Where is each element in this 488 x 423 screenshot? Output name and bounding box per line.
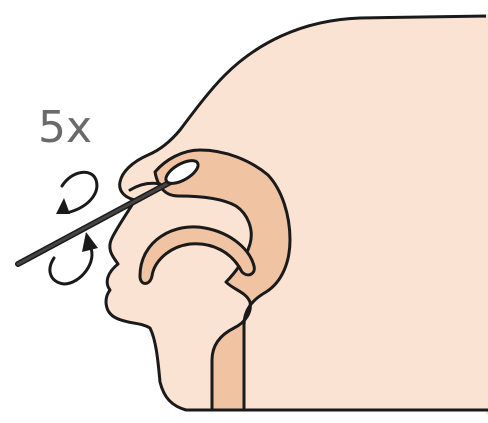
head-profile — [106, 16, 488, 410]
rotate-arrow-up-icon — [56, 172, 97, 214]
rotation-count-label: 5x — [38, 104, 92, 152]
